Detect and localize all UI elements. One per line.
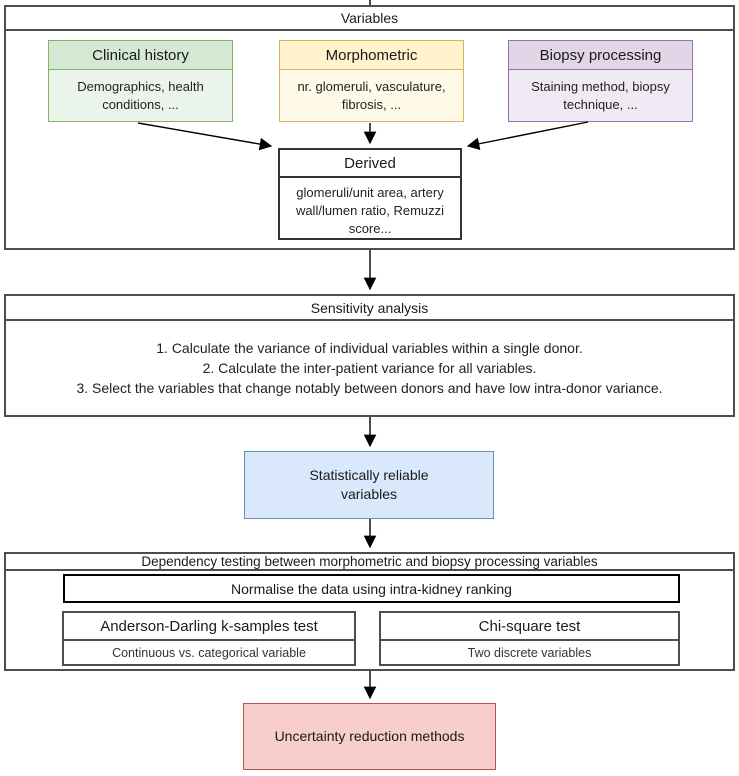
chi-square-title: Chi-square test bbox=[381, 613, 678, 641]
clinical-history-box: Clinical history Demographics, health co… bbox=[48, 40, 233, 122]
variables-title: Variables bbox=[6, 7, 733, 31]
sensitivity-step-3: 3. Select the variables that change nota… bbox=[76, 380, 663, 396]
sensitivity-frame: Sensitivity analysis 1. Calculate the va… bbox=[4, 294, 735, 417]
derived-body: glomeruli/unit area, artery wall/lumen r… bbox=[295, 185, 445, 236]
morphometric-body: nr. glomeruli, vasculature, fibrosis, ..… bbox=[297, 79, 446, 112]
morphometric-box: Morphometric nr. glomeruli, vasculature,… bbox=[279, 40, 464, 122]
uncertainty-box: Uncertainty reduction methods bbox=[243, 703, 496, 770]
anderson-darling-box: Anderson-Darling k-samples test Continuo… bbox=[62, 611, 356, 666]
biopsy-processing-title: Biopsy processing bbox=[509, 41, 692, 70]
normalise-box: Normalise the data using intra-kidney ra… bbox=[63, 574, 680, 603]
anderson-darling-desc: Continuous vs. categorical variable bbox=[112, 645, 306, 660]
biopsy-processing-body: Staining method, biopsy technique, ... bbox=[531, 79, 670, 112]
sensitivity-steps: 1. Calculate the variance of individual … bbox=[6, 321, 733, 415]
sensitivity-title: Sensitivity analysis bbox=[6, 296, 733, 321]
reliable-variables-box: Statistically reliable variables bbox=[244, 451, 494, 519]
uncertainty-label: Uncertainty reduction methods bbox=[274, 728, 465, 744]
biopsy-processing-box: Biopsy processing Staining method, biops… bbox=[508, 40, 693, 122]
sensitivity-step-2: 2. Calculate the inter-patient variance … bbox=[202, 360, 537, 376]
sensitivity-step-1: 1. Calculate the variance of individual … bbox=[156, 340, 583, 356]
chi-square-box: Chi-square test Two discrete variables bbox=[379, 611, 680, 666]
chi-square-desc: Two discrete variables bbox=[467, 645, 592, 660]
anderson-darling-title: Anderson-Darling k-samples test bbox=[64, 613, 354, 641]
morphometric-title: Morphometric bbox=[280, 41, 463, 70]
clinical-history-title: Clinical history bbox=[49, 41, 232, 70]
dependency-title: Dependency testing between morphometric … bbox=[6, 554, 733, 571]
reliable-variables-label: Statistically reliable variables bbox=[309, 467, 429, 502]
derived-box: Derived glomeruli/unit area, artery wall… bbox=[278, 148, 462, 240]
clinical-history-body: Demographics, health conditions, ... bbox=[77, 79, 204, 112]
derived-title: Derived bbox=[280, 150, 460, 178]
